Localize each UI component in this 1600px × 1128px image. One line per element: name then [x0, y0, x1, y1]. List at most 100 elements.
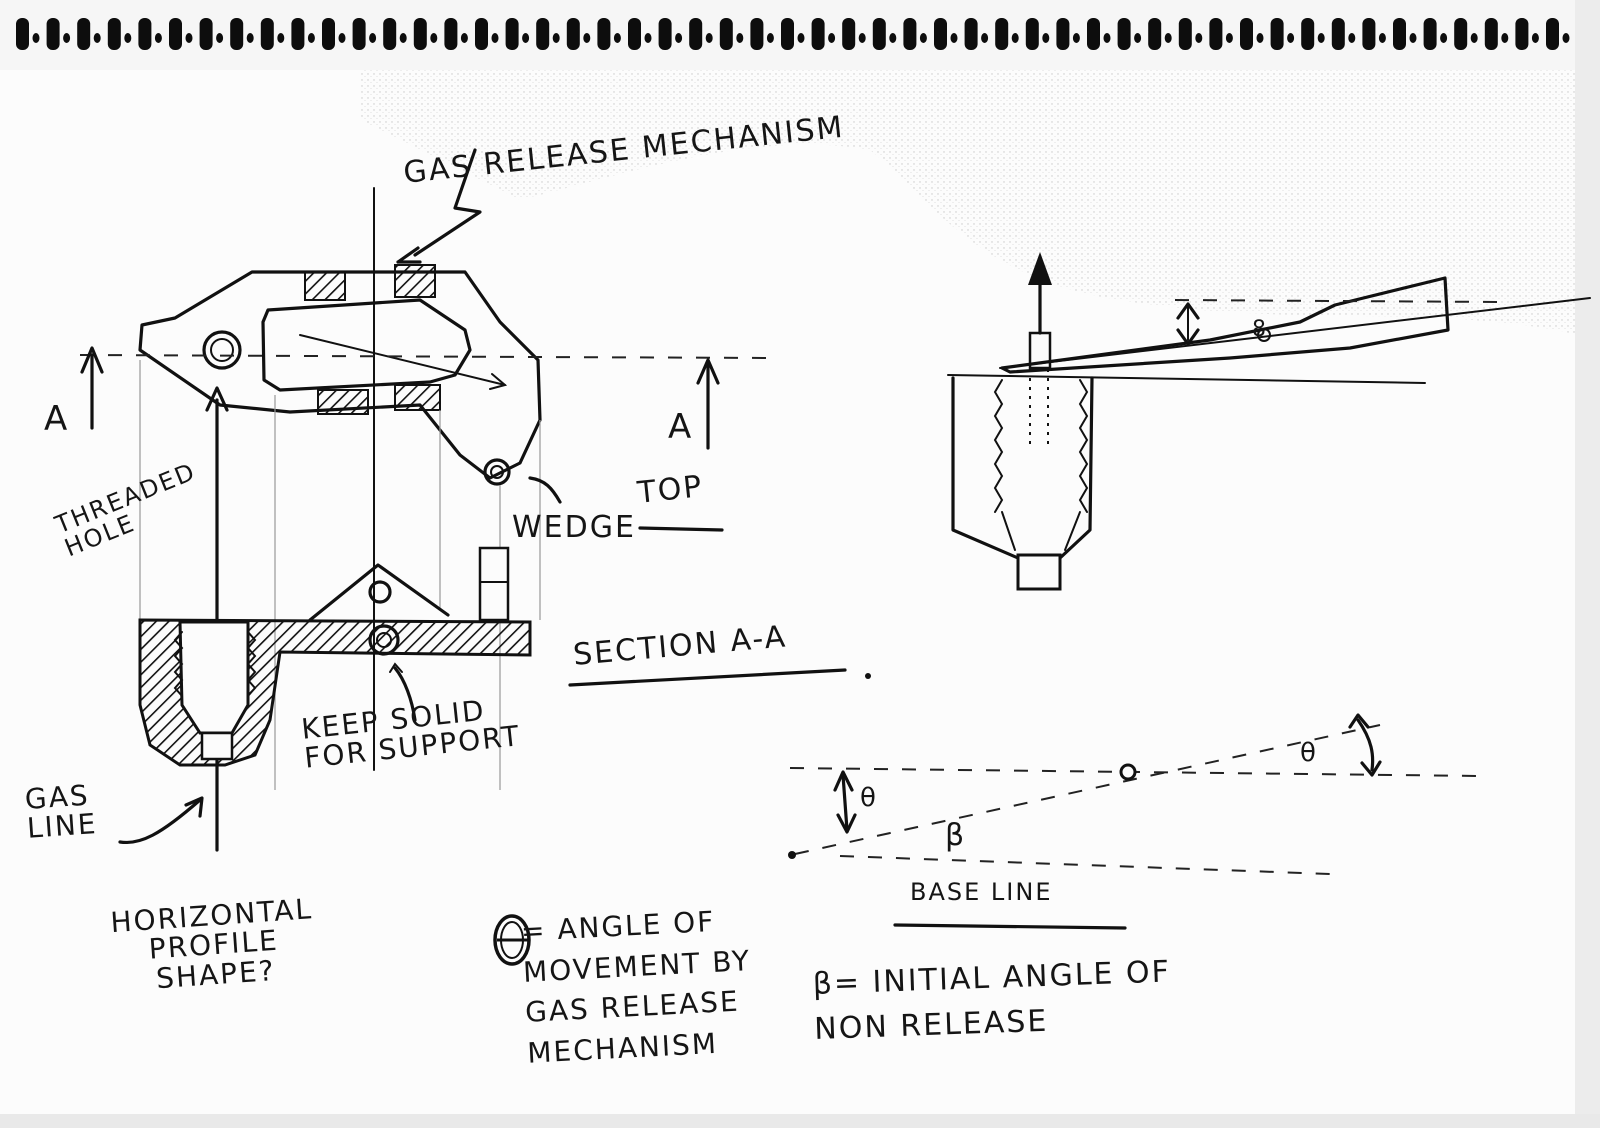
horizontal-profile-label: HORIZONTAL PROFILE SHAPE?	[109, 892, 314, 996]
spiral-hole	[93, 33, 101, 43]
base-line-label: BASE LINE	[910, 878, 1053, 906]
spiral-ring	[1117, 18, 1131, 50]
spiral-hole	[858, 33, 866, 43]
section-line-a-a	[79, 346, 771, 450]
spiral-ring	[1209, 18, 1223, 50]
spiral-hole	[338, 33, 346, 43]
spiral-hole	[1378, 33, 1386, 43]
spiral-hole	[277, 33, 285, 43]
spiral-ring	[169, 18, 182, 50]
spiral-hole	[399, 33, 407, 43]
spiral-hole	[185, 33, 193, 43]
spiral-hole	[1409, 33, 1417, 43]
spiral-ring	[444, 18, 458, 50]
spiral-ring	[383, 18, 397, 50]
spiral-ring	[107, 18, 121, 50]
spiral-hole	[1011, 33, 1019, 43]
spiral-hole	[460, 33, 468, 43]
spiral-binding	[16, 18, 1570, 50]
spiral-ring	[566, 18, 580, 50]
spiral-ring	[781, 18, 794, 50]
spiral-ring	[16, 18, 29, 50]
spiral-ring	[872, 18, 886, 50]
spiral-hole	[1072, 33, 1080, 43]
spiral-hole	[1440, 33, 1448, 43]
spiral-hole	[705, 33, 713, 43]
spiral-hole	[828, 33, 836, 43]
theta-definition-label: = ANGLE OF MOVEMENT BY GAS RELEASE MECHA…	[520, 904, 752, 1070]
spiral-hole	[797, 33, 805, 43]
spiral-ring	[77, 18, 91, 50]
spiral-hole	[1103, 33, 1111, 43]
spiral-hole	[889, 33, 897, 43]
spiral-hole	[1195, 33, 1203, 43]
spiral-ring	[1025, 18, 1039, 50]
spiral-ring	[1240, 18, 1253, 50]
spiral-ring	[536, 18, 550, 50]
spiral-ring	[934, 18, 947, 50]
spiral-ring	[750, 18, 764, 50]
spiral-hole	[246, 33, 254, 43]
spiral-hole	[1225, 33, 1233, 43]
spiral-ring	[628, 18, 641, 50]
spiral-ring	[291, 18, 305, 50]
spiral-ring	[1301, 18, 1315, 50]
spiral-ring	[1515, 18, 1529, 50]
spiral-hole	[124, 33, 132, 43]
angle-diagram	[788, 713, 1481, 930]
spiral-ring	[658, 18, 672, 50]
spiral-ring	[1331, 18, 1345, 50]
spiral-ring	[352, 18, 366, 50]
spiral-ring	[505, 18, 519, 50]
spiral-ring	[719, 18, 733, 50]
theta-small-right: θ	[1300, 738, 1318, 768]
gas-line-label: GAS LINE	[23, 778, 99, 846]
spiral-hole	[522, 33, 530, 43]
spiral-hole	[1134, 33, 1142, 43]
spiral-hole	[1531, 33, 1539, 43]
spiral-ring	[1087, 18, 1100, 50]
spiral-hole	[675, 33, 683, 43]
top-view-part	[138, 148, 542, 771]
spiral-ring	[46, 18, 60, 50]
side-view-part	[947, 252, 1591, 591]
spiral-ring	[1056, 18, 1070, 50]
spiral-ring	[689, 18, 703, 50]
spiral-ring	[230, 18, 244, 50]
spiral-hole	[981, 33, 989, 43]
spiral-ring	[1148, 18, 1162, 50]
spiral-hole	[1562, 33, 1570, 43]
spiral-ring	[597, 18, 611, 50]
lever-symbol-label: 8	[1252, 317, 1268, 342]
spiral-hole	[1317, 33, 1325, 43]
spiral-hole	[1287, 33, 1295, 43]
spiral-ring	[199, 18, 213, 50]
top-label: TOP	[635, 469, 706, 511]
spiral-hole	[1256, 33, 1264, 43]
spiral-ring	[413, 18, 427, 50]
spiral-ring	[1484, 18, 1498, 50]
spiral-hole	[430, 33, 438, 43]
spiral-hole	[1164, 33, 1172, 43]
spiral-ring	[322, 18, 335, 50]
section-mark-left: A	[44, 399, 70, 439]
spiral-ring	[138, 18, 152, 50]
spiral-hole	[154, 33, 162, 43]
spiral-hole	[583, 33, 591, 43]
spiral-hole	[32, 33, 40, 43]
beta-symbol-label: β	[945, 818, 967, 853]
spiral-hole	[1470, 33, 1478, 43]
spiral-ring	[842, 18, 856, 50]
spiral-hole	[736, 33, 744, 43]
spiral-hole	[1042, 33, 1050, 43]
spiral-hole	[369, 33, 377, 43]
spiral-ring	[903, 18, 917, 50]
spiral-ring	[811, 18, 825, 50]
spiral-hole	[766, 33, 774, 43]
spiral-ring	[1362, 18, 1376, 50]
spiral-ring	[1393, 18, 1406, 50]
theta-small-left: θ	[860, 783, 878, 813]
spiral-ring	[1178, 18, 1192, 50]
